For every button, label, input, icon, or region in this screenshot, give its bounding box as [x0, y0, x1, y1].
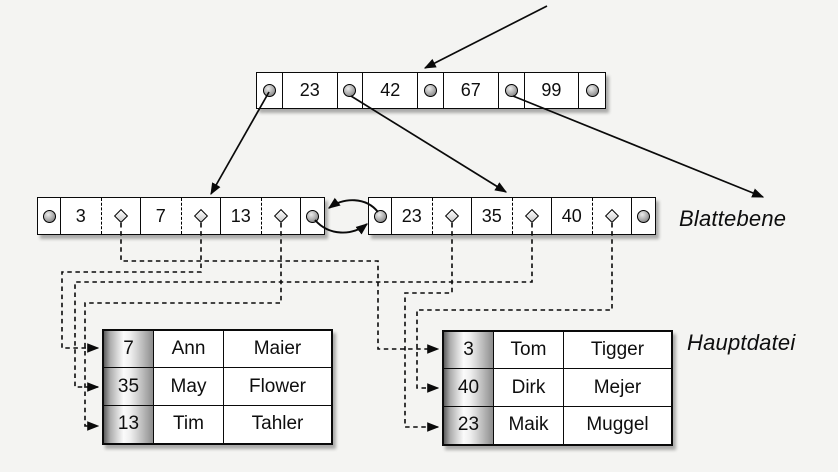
root-key: 23: [299, 80, 320, 100]
leaf-key-cell: 23: [392, 198, 473, 234]
pointer-cell: [301, 198, 324, 234]
key-cell: 23: [283, 73, 338, 108]
pointer-icon: [585, 84, 599, 97]
record-pointer-icon: [604, 208, 619, 224]
leaf-key-cell: 40: [552, 198, 633, 234]
main-file-label: Hauptdatei: [687, 330, 796, 355]
leaf-key: 23: [401, 205, 422, 226]
record-pointer-icon: [444, 208, 459, 224]
pointer-cell: [257, 73, 283, 108]
record-pointer-cell: [180, 198, 221, 234]
record-pointer-cell: [431, 198, 472, 234]
pointer-icon: [262, 84, 276, 97]
record-pointer-icon: [273, 208, 288, 224]
table-cell: Maik: [494, 406, 564, 445]
leaf-node-left: 3 7 13: [37, 197, 325, 235]
pointer-icon: [42, 209, 56, 223]
leaf-key: 7: [155, 205, 166, 226]
record-pointer-icon: [524, 208, 539, 224]
leaf-key-cell: 3: [61, 198, 142, 234]
record-pointer-icon: [113, 208, 128, 224]
leaf-key: 40: [561, 205, 582, 226]
record-pointer-icon: [193, 208, 208, 224]
leaf-key: 3: [75, 205, 86, 226]
table-cell: Muggel: [564, 406, 671, 445]
key-cell: 67: [444, 73, 499, 108]
table-cell: Tim: [154, 405, 224, 444]
pointer-icon: [504, 84, 518, 97]
table-key-cell: 23: [444, 406, 494, 445]
key-cell: 42: [363, 73, 419, 108]
pointer-icon: [373, 209, 387, 223]
record-pointer-cell: [511, 198, 552, 234]
pointer-icon: [343, 84, 357, 97]
leaf-node-right: 23 35 40: [368, 197, 656, 235]
leaf-key-cell: 13: [221, 198, 302, 234]
table-cell: Mejer: [564, 369, 671, 407]
table-cell: Ann: [154, 331, 224, 369]
pointer-icon: [424, 84, 438, 97]
arrow-root-to-right-leaf: [350, 95, 508, 193]
table-cell: Tahler: [224, 405, 331, 444]
pointer-cell: [632, 198, 655, 234]
table-cell: May: [154, 368, 224, 406]
pointer-icon: [306, 209, 319, 223]
pointer-cell: [418, 73, 444, 108]
main-file-table-right: 3 Tom Tigger 40 Dirk Mejer 23 Maik Mugge…: [442, 330, 673, 447]
pointer-cell: [499, 73, 525, 108]
table-key-cell: 3: [444, 332, 494, 370]
table-cell: Maier: [224, 331, 331, 369]
main-file-table-left: 7 Ann Maier 35 May Flower 13 Tim Tahler: [102, 329, 333, 446]
pointer-cell: [38, 198, 62, 234]
leaf-level-label: Blattebene: [679, 206, 787, 231]
pointer-icon: [637, 209, 650, 223]
leaf-key: 35: [481, 205, 502, 226]
root-node: 23 42 67 99: [256, 72, 606, 109]
pointer-cell: [369, 198, 393, 234]
record-pointer-cell: [100, 198, 141, 234]
leaf-key-cell: 7: [141, 198, 222, 234]
pointer-cell: [338, 73, 364, 108]
leaf-key: 13: [230, 205, 251, 226]
table-cell: Tigger: [564, 332, 671, 370]
table-cell: Tom: [494, 332, 564, 370]
record-pointer-cell: [260, 198, 301, 234]
table-key-cell: 7: [104, 331, 154, 369]
table-cell: Dirk: [494, 369, 564, 407]
arrow-root-to-next-leaf: [512, 95, 765, 198]
root-key: 67: [460, 80, 481, 100]
key-cell: 99: [525, 73, 580, 108]
root-key: 99: [541, 80, 562, 100]
leaf-key-cell: 35: [472, 198, 553, 234]
pointer-cell: [579, 73, 605, 108]
table-key-cell: 13: [104, 405, 154, 444]
table-key-cell: 35: [104, 368, 154, 406]
root-key: 42: [380, 80, 401, 100]
table-cell: Flower: [224, 368, 331, 406]
table-key-cell: 40: [444, 369, 494, 407]
record-pointer-cell: [591, 198, 632, 234]
arrow-to-root-node: [423, 5, 548, 69]
